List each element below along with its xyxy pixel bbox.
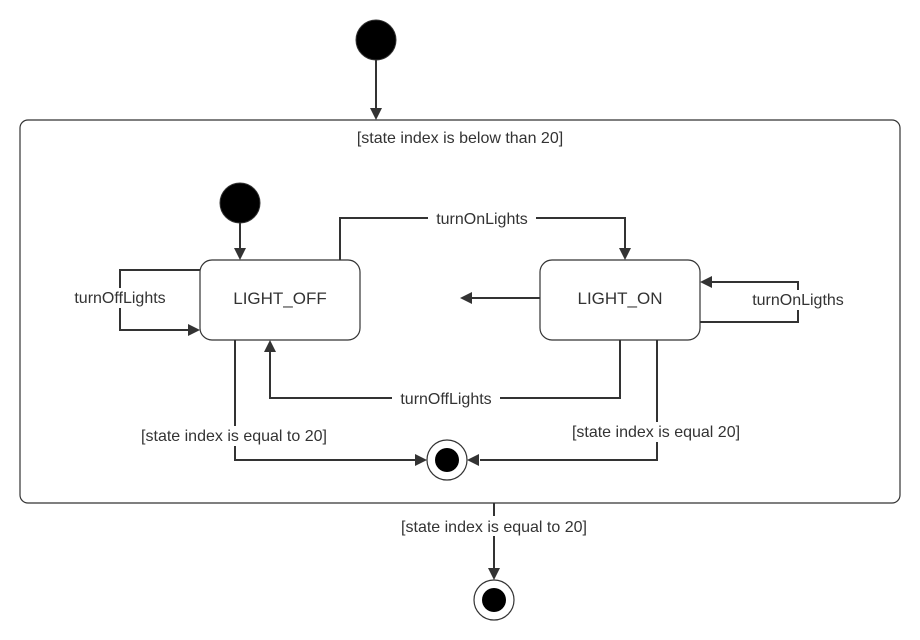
transition-turn-off-lights-label: turnOffLights [400,391,491,408]
transition-turn-on-lights-label: turnOnLights [436,211,528,228]
transition-composite-to-final-label: [state index is equal to 20] [401,519,587,536]
transition-self-turn-on-ligths-label: turnOnLigths [752,292,844,309]
transition-on-to-final-label: [state index is equal 20] [572,424,740,441]
turn-off-lights-arrowhead [264,340,276,352]
turn-on-lights-arrowhead [619,248,631,260]
transition-self-turn-off-lights-label: turnOffLights [74,290,165,307]
outer-final-node-core [482,588,506,612]
inner-initial-node [219,182,261,224]
state-light-off[interactable] [199,259,361,341]
turn-on-lights-label-bg [428,208,536,228]
inner-initial-arrowhead [234,248,246,260]
composite-guard-label: [state index is below than 20] [357,130,563,147]
composite-to-final-arrowhead [488,568,500,580]
state-light-on-label: LIGHT_ON [577,289,662,308]
self-turn-off-lights-label-bg [66,288,174,308]
transition-off-to-final-label: [state index is equal to 20] [141,428,327,445]
self-turn-on-ligths-arrowhead [700,276,712,288]
transition-on-to-final [480,340,658,461]
state-light-off-label: LIGHT_OFF [233,289,327,308]
on-to-final-label-bg [560,422,752,442]
composite-to-final-label-bg [388,516,600,536]
inner-final-node-core [435,448,459,472]
outer-initial-node [355,19,397,61]
transition-off-to-final [234,340,416,461]
light-on-leftward-arrowhead [460,292,472,304]
off-to-final-label-bg [128,426,340,446]
off-to-final-arrowhead [415,454,427,466]
on-to-final-arrowhead [467,454,479,466]
turn-off-lights-label-bg [392,388,500,408]
self-turn-off-lights-arrowhead [188,324,200,336]
self-turn-on-ligths-label-bg [744,290,852,310]
outer-initial-arrowhead [370,108,382,120]
